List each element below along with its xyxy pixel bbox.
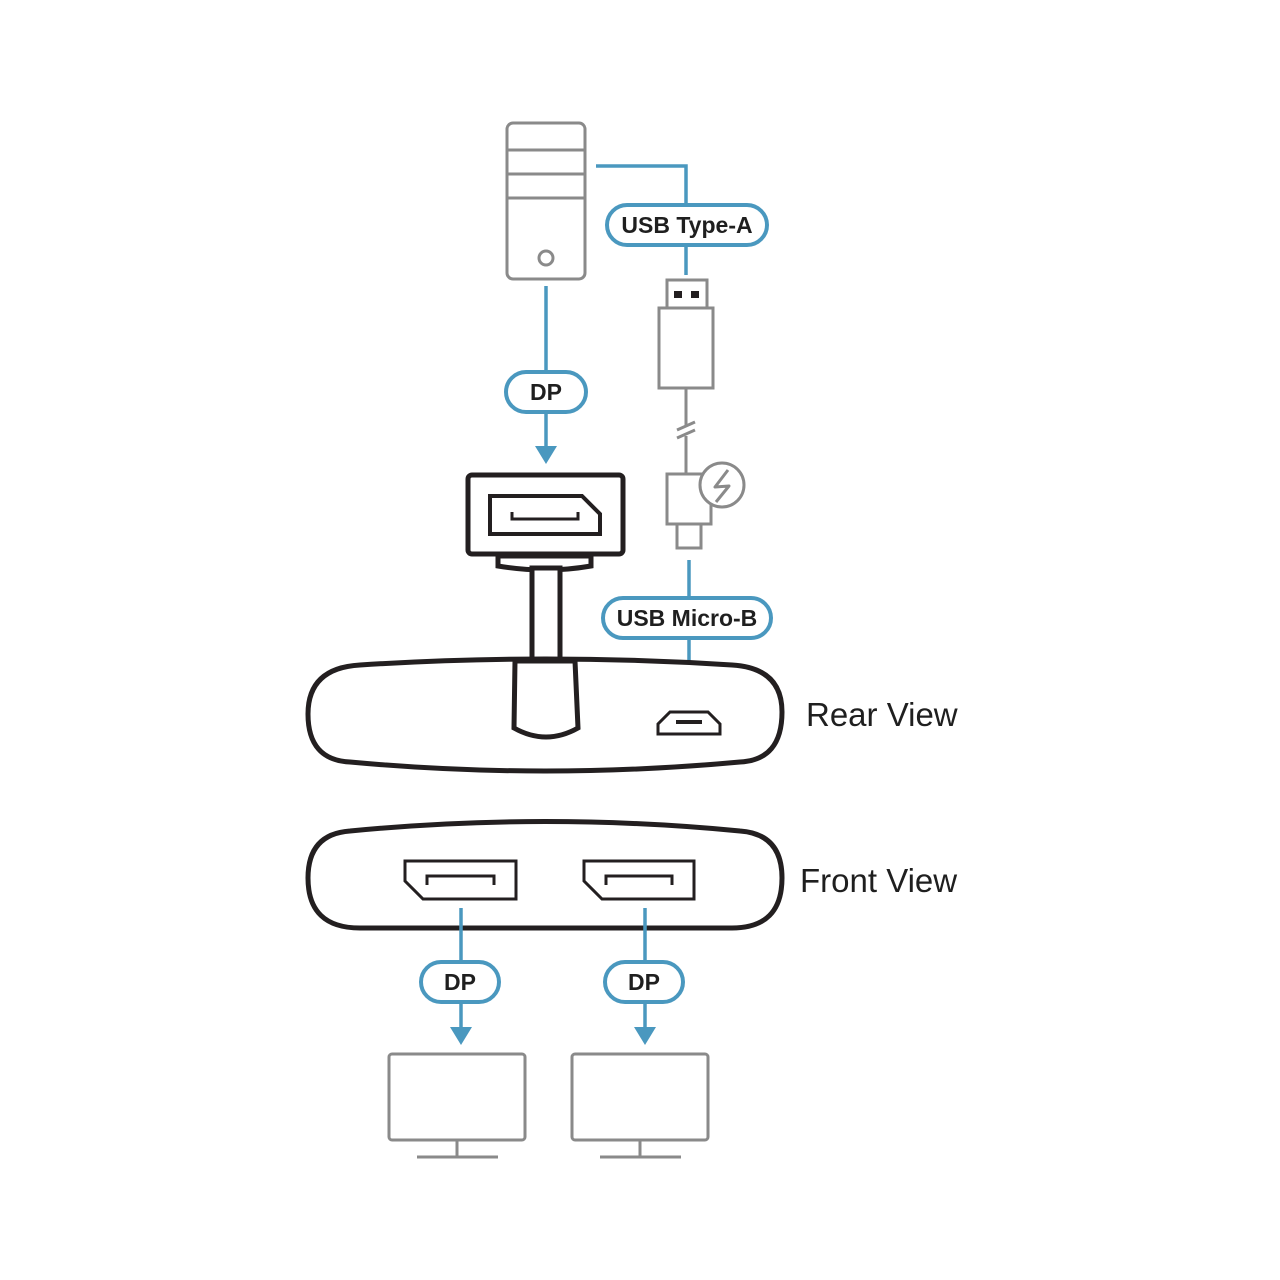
cable-break-icon bbox=[676, 388, 696, 473]
dp-output-cable-1 bbox=[450, 908, 472, 1045]
computer-tower-icon bbox=[505, 121, 587, 281]
dp-output-1-label: DP bbox=[444, 969, 476, 995]
usb-type-a-label: USB Type-A bbox=[621, 212, 752, 238]
dp-output-1-label-pill: DP bbox=[419, 960, 501, 1004]
rear-view-label: Rear View bbox=[806, 696, 958, 733]
usb-cable-line bbox=[596, 164, 688, 275]
dp-source-label-pill: DP bbox=[504, 370, 588, 414]
rear-view-device bbox=[305, 656, 785, 774]
dp-output-2-label: DP bbox=[628, 969, 660, 995]
lightning-icon bbox=[698, 461, 746, 509]
usb-micro-b-port-icon bbox=[656, 710, 722, 736]
usb-type-a-label-pill: USB Type-A bbox=[605, 203, 769, 247]
dp-source-label: DP bbox=[530, 379, 562, 405]
usb-micro-b-label-pill: USB Micro-B bbox=[601, 596, 773, 640]
front-view-label: Front View bbox=[800, 862, 957, 899]
usb-micro-b-label: USB Micro-B bbox=[617, 605, 758, 631]
front-view-device bbox=[305, 819, 785, 931]
usb-type-a-plug-icon bbox=[657, 278, 715, 390]
dp-output-port-1-icon bbox=[403, 859, 518, 901]
monitor-icon bbox=[570, 1052, 710, 1159]
dp-output-port-2-icon bbox=[582, 859, 696, 901]
dp-input-connector-icon bbox=[465, 472, 626, 669]
usb-plug-contacts bbox=[674, 291, 699, 298]
dp-input-cable bbox=[535, 286, 557, 464]
dp-output-2-label-pill: DP bbox=[603, 960, 685, 1004]
monitor-icon bbox=[387, 1052, 527, 1159]
dp-output-cable-2 bbox=[634, 908, 656, 1045]
